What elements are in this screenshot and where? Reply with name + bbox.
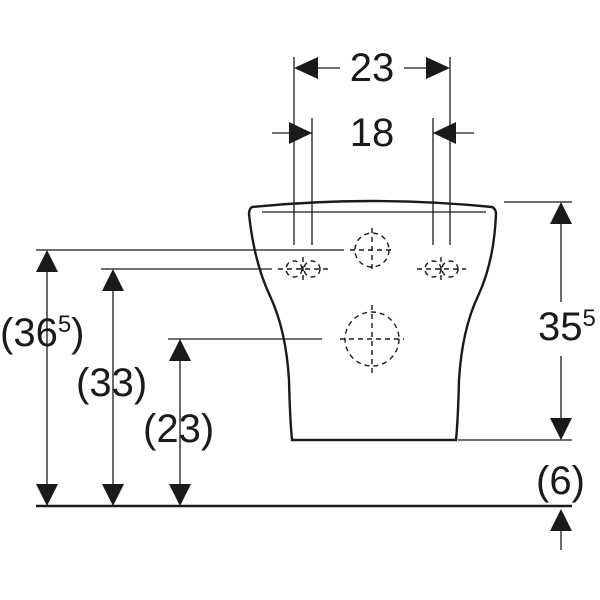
arrow-up-icon	[550, 509, 572, 531]
right-height-label: 355	[538, 305, 596, 349]
left-middle-height-label: (33)	[76, 361, 147, 405]
top-width-dimension: 23	[293, 46, 451, 245]
arrow-down-icon	[36, 484, 58, 506]
top-width-label: 23	[350, 46, 395, 90]
arrow-down-icon	[550, 418, 572, 440]
left-middle-height-dimension: (33)	[76, 268, 272, 506]
arrow-up-icon	[36, 250, 58, 272]
lower-connection-circle	[340, 305, 404, 373]
upper-connection-circle	[350, 228, 394, 272]
arrow-right-icon	[426, 57, 450, 79]
inner-width-label: 18	[350, 111, 395, 155]
fixture-outline	[247, 199, 498, 442]
right-offset-label: (6)	[536, 459, 585, 503]
arrow-up-icon	[102, 269, 124, 291]
left-inner-height-label: (23)	[143, 407, 214, 451]
right-bolt-mark	[417, 257, 466, 281]
arrow-down-icon	[169, 484, 191, 506]
right-offset-dimension: (6)	[536, 459, 585, 550]
arrow-up-icon	[550, 202, 572, 224]
right-height-dimension: 355	[458, 201, 596, 441]
arrow-up-icon	[169, 339, 191, 361]
arrow-down-icon	[102, 484, 124, 506]
arrow-left-icon	[433, 122, 456, 144]
left-outer-height-dimension: (365)	[0, 249, 344, 506]
arrow-right-icon	[289, 122, 312, 144]
left-bolt-mark	[278, 257, 328, 281]
inner-width-dimension: 18	[272, 111, 474, 245]
arrow-left-icon	[294, 57, 318, 79]
left-inner-height-dimension: (23)	[143, 338, 322, 506]
left-outer-height-label: (365)	[0, 311, 85, 355]
